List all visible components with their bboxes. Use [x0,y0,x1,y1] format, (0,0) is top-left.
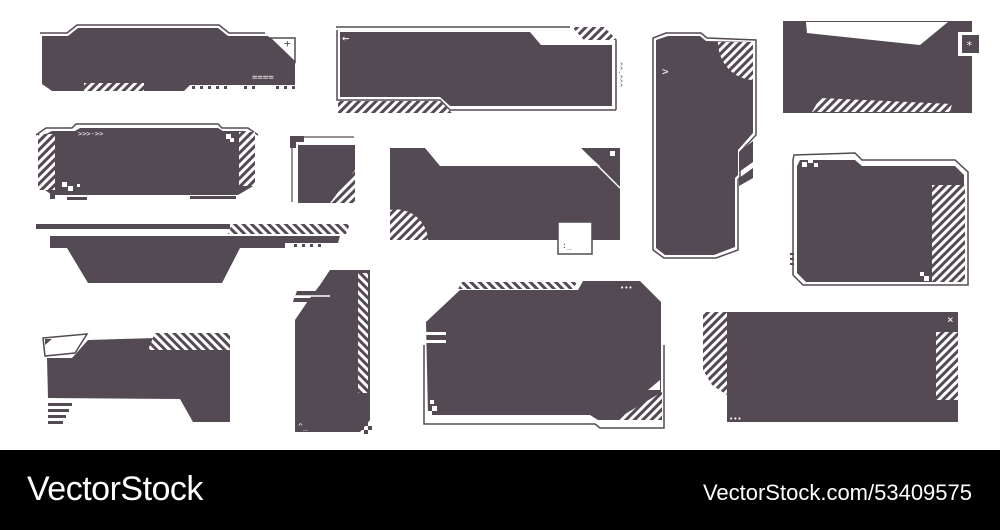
frame-3: > [652,32,757,259]
frame-8 [36,224,350,283]
plus-icon: + [284,37,291,50]
dot-row [192,86,295,89]
frame-12: × ••• [703,312,958,423]
asterisk-icon: * [966,39,973,52]
brand-logo-text: VectorStock [27,470,203,508]
watermark-footer: VectorStock VectorStock.com/53409575 [0,450,1000,530]
frame-1: + ==== [40,24,296,91]
frame-6 [290,136,355,203]
chevron-right-icon: > [662,65,669,78]
frame-4: * [783,21,982,113]
frame-7: :_ [390,147,621,255]
prompt-box-text: :_ [562,241,572,250]
close-icon: × [947,313,954,326]
hud-frames-canvas: + ==== ← ^^-^^^ > [35,21,982,434]
stock-image-id: VectorStock.com/53409575 [702,480,972,505]
frame-2: ← ^^-^^^ [336,26,623,113]
prompt-text: ^_ [298,422,308,431]
frame-9 [790,152,969,286]
dots-marks: ••• [729,415,742,423]
frame-13 [42,333,230,424]
arrow-left-icon: ← [342,31,349,45]
frame-11: ••• [423,281,665,429]
dots-marks: ••• [620,284,633,292]
chevron-marks: ^^-^^^ [615,62,623,87]
frame-10: ^_ [293,270,372,434]
frame-5: >>>->> [35,123,259,200]
arrows-marks: >>>->> [78,130,103,138]
equals-marks: ==== [252,73,274,83]
